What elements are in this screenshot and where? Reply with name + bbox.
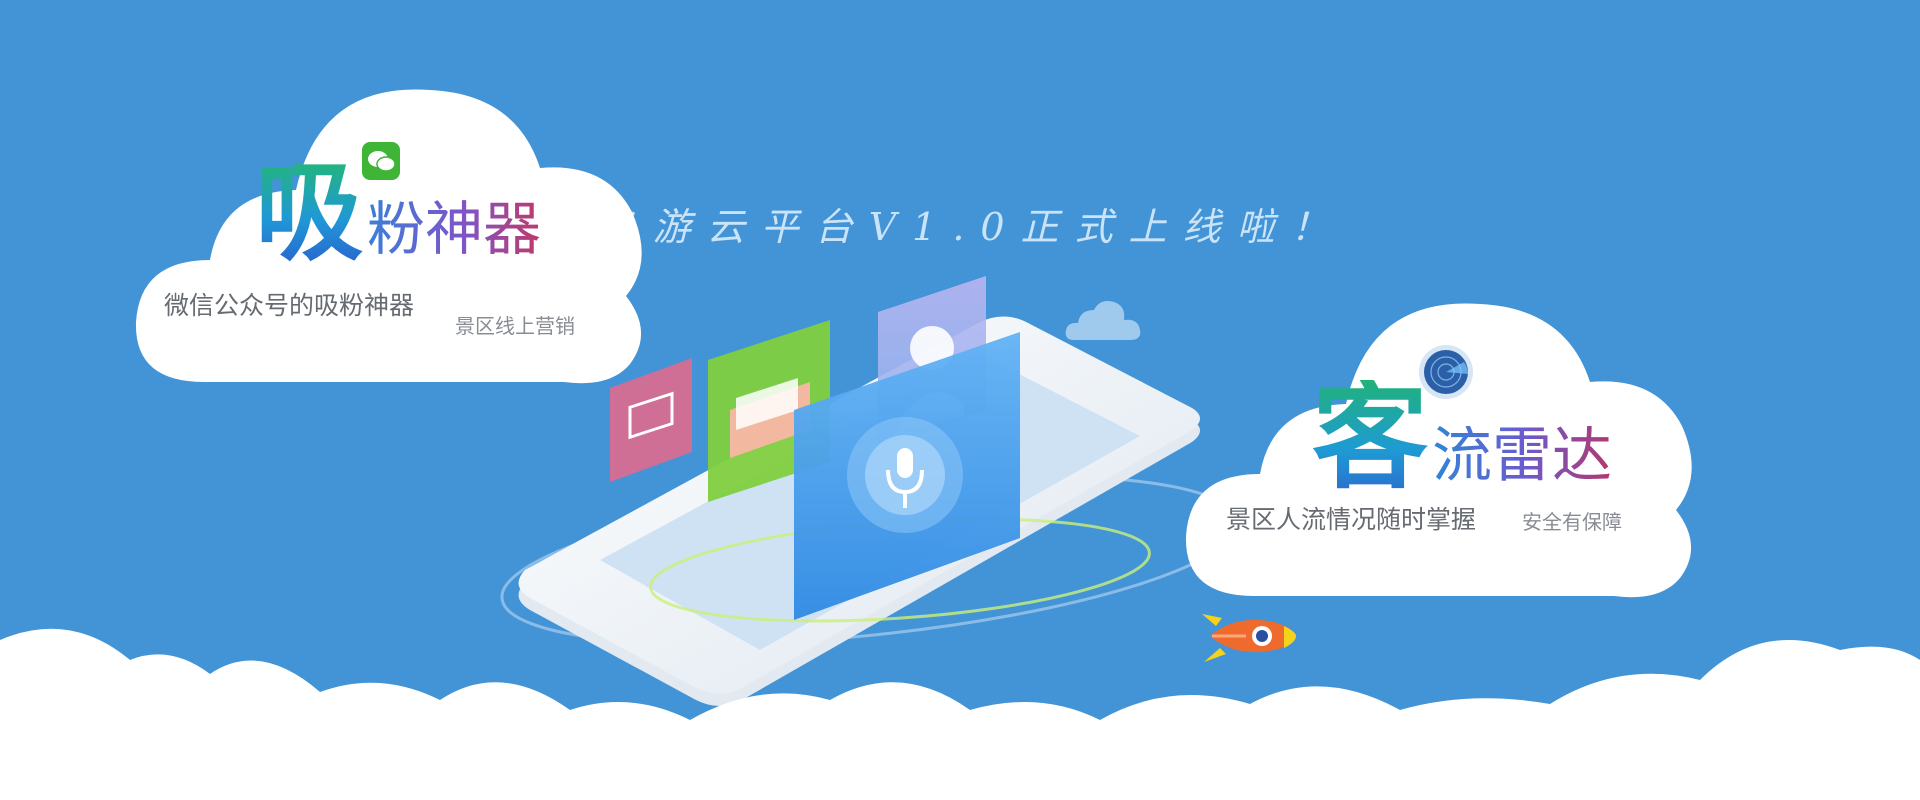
right-cloud-title: 客 流雷达 <box>1312 380 1612 496</box>
left-cloud-title: 吸 粉神器 <box>255 160 541 268</box>
left-cloud-subtitle: 微信公众号的吸粉神器 <box>164 291 415 320</box>
left-title-rest: 粉神器 <box>367 195 542 263</box>
wechat-icon <box>362 142 400 180</box>
right-title-rest: 流雷达 <box>1432 421 1612 491</box>
small-cloud <box>1065 301 1141 340</box>
slogan: Hi游云平台V1.0正式上线啦！ <box>575 205 1345 249</box>
mail-icon-card <box>610 358 692 482</box>
right-cloud <box>1185 303 1692 598</box>
radar-icon <box>1418 344 1474 400</box>
microphone-icon-card <box>794 332 1020 620</box>
left-cloud <box>135 89 642 384</box>
left-cloud-tag: 景区线上营销 <box>455 314 575 338</box>
right-cloud-tag: 安全有保障 <box>1522 510 1622 534</box>
bottom-cloud-bank <box>0 628 1920 800</box>
right-title-big-char: 客 <box>1312 370 1428 505</box>
right-cloud-subtitle: 景区人流情况随时掌握 <box>1226 505 1477 534</box>
rocket-icon <box>1202 614 1296 662</box>
phone-illustration <box>500 276 1240 706</box>
left-title-big-char: 吸 <box>255 151 364 276</box>
